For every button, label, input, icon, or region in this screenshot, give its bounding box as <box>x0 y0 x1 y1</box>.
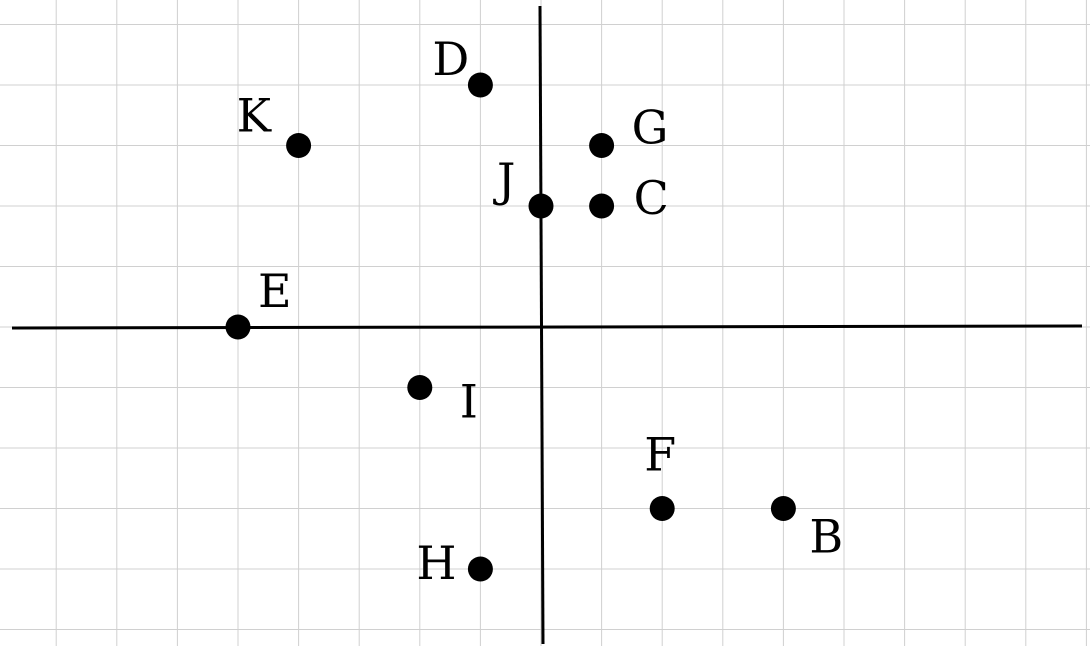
point-labels: B C D E F G H I J K <box>237 32 844 590</box>
data-points <box>225 72 796 582</box>
point-label-k: K <box>237 89 273 143</box>
point-label-c: C <box>634 171 669 225</box>
point-j <box>528 193 554 219</box>
point-i <box>407 375 433 400</box>
point-f <box>649 496 675 521</box>
point-b <box>770 496 796 521</box>
point-e <box>225 314 251 340</box>
point-c <box>589 193 615 219</box>
point-label-i: I <box>460 375 478 429</box>
point-d <box>467 72 493 98</box>
point-label-b: B <box>809 510 843 564</box>
x-axis <box>11 324 1083 330</box>
point-label-d: D <box>432 32 469 86</box>
point-g <box>589 133 615 158</box>
point-label-f: F <box>644 428 676 482</box>
y-axis <box>538 5 545 645</box>
point-label-h: H <box>416 536 456 590</box>
point-label-e: E <box>258 264 292 318</box>
point-k <box>286 133 312 158</box>
point-label-g: G <box>632 101 669 155</box>
point-label-j: J <box>493 153 515 207</box>
point-h <box>467 556 493 582</box>
axes <box>11 5 1083 645</box>
